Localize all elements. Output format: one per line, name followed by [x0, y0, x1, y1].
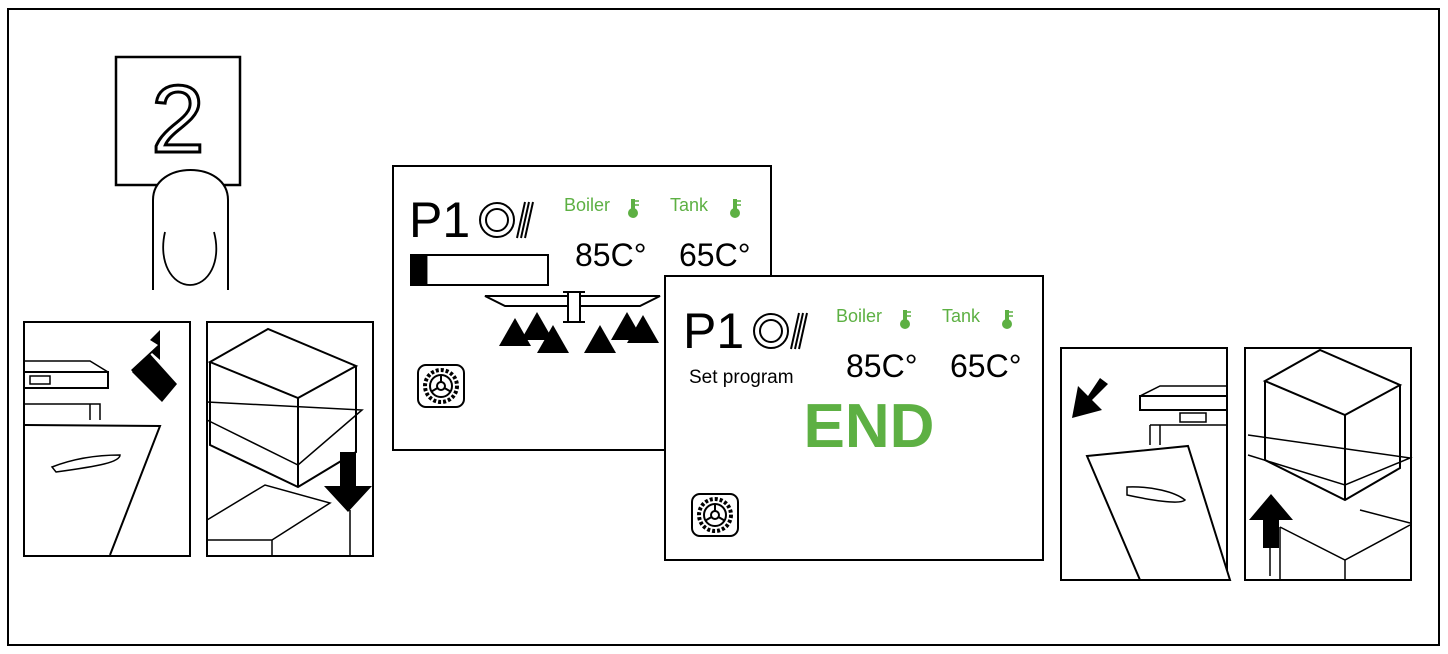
panel-lower-hood-icon: [206, 321, 374, 557]
progress-fill: [411, 255, 428, 285]
boiler-temp: 85C°: [846, 348, 918, 384]
settings-wheel-icon: [416, 363, 466, 409]
status-end: END: [804, 392, 935, 461]
panel-raise-hood-icon: [1244, 347, 1413, 581]
panel-open-door-icon: [23, 321, 191, 557]
panel-close-door-icon: [1060, 347, 1232, 581]
settings-wheel-icon: [690, 492, 740, 538]
tank-temp: 65C°: [679, 237, 751, 273]
key-2-label: 2: [151, 66, 204, 173]
tank-temp: 65C°: [950, 348, 1022, 384]
boiler-label: Boiler: [564, 195, 610, 215]
screen-end: P1 Boiler Tank Set program 85C° 65C° END: [664, 275, 1044, 561]
spray-arm-icon: [484, 291, 661, 353]
program-label: P1: [409, 192, 470, 248]
progress-bar: [410, 254, 549, 286]
tank-label: Tank: [670, 195, 709, 215]
key-2-box: [114, 55, 242, 187]
key-2-icon: 2: [114, 55, 242, 187]
finger-icon: [152, 169, 229, 290]
set-program-label: Set program: [689, 367, 794, 388]
boiler-temp: 85C°: [575, 237, 647, 273]
tank-label: Tank: [942, 306, 981, 326]
program-label: P1: [683, 303, 744, 359]
boiler-label: Boiler: [836, 306, 882, 326]
